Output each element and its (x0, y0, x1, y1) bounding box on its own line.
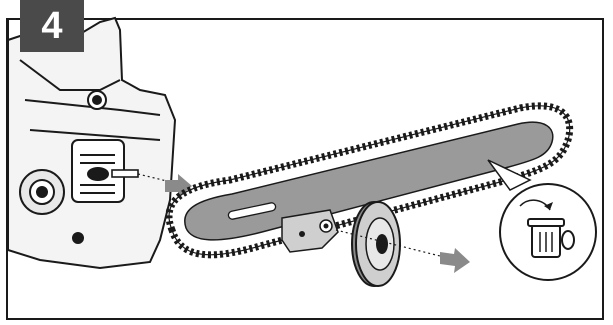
sprocket-cover-icon (336, 202, 440, 286)
tensioner-plate-icon (282, 210, 338, 252)
step-number-badge: 4 (20, 0, 84, 52)
chainsaw-body-icon (8, 18, 175, 268)
recycle-bin-callout-icon (488, 160, 596, 280)
arrow-right-icon (440, 248, 470, 273)
